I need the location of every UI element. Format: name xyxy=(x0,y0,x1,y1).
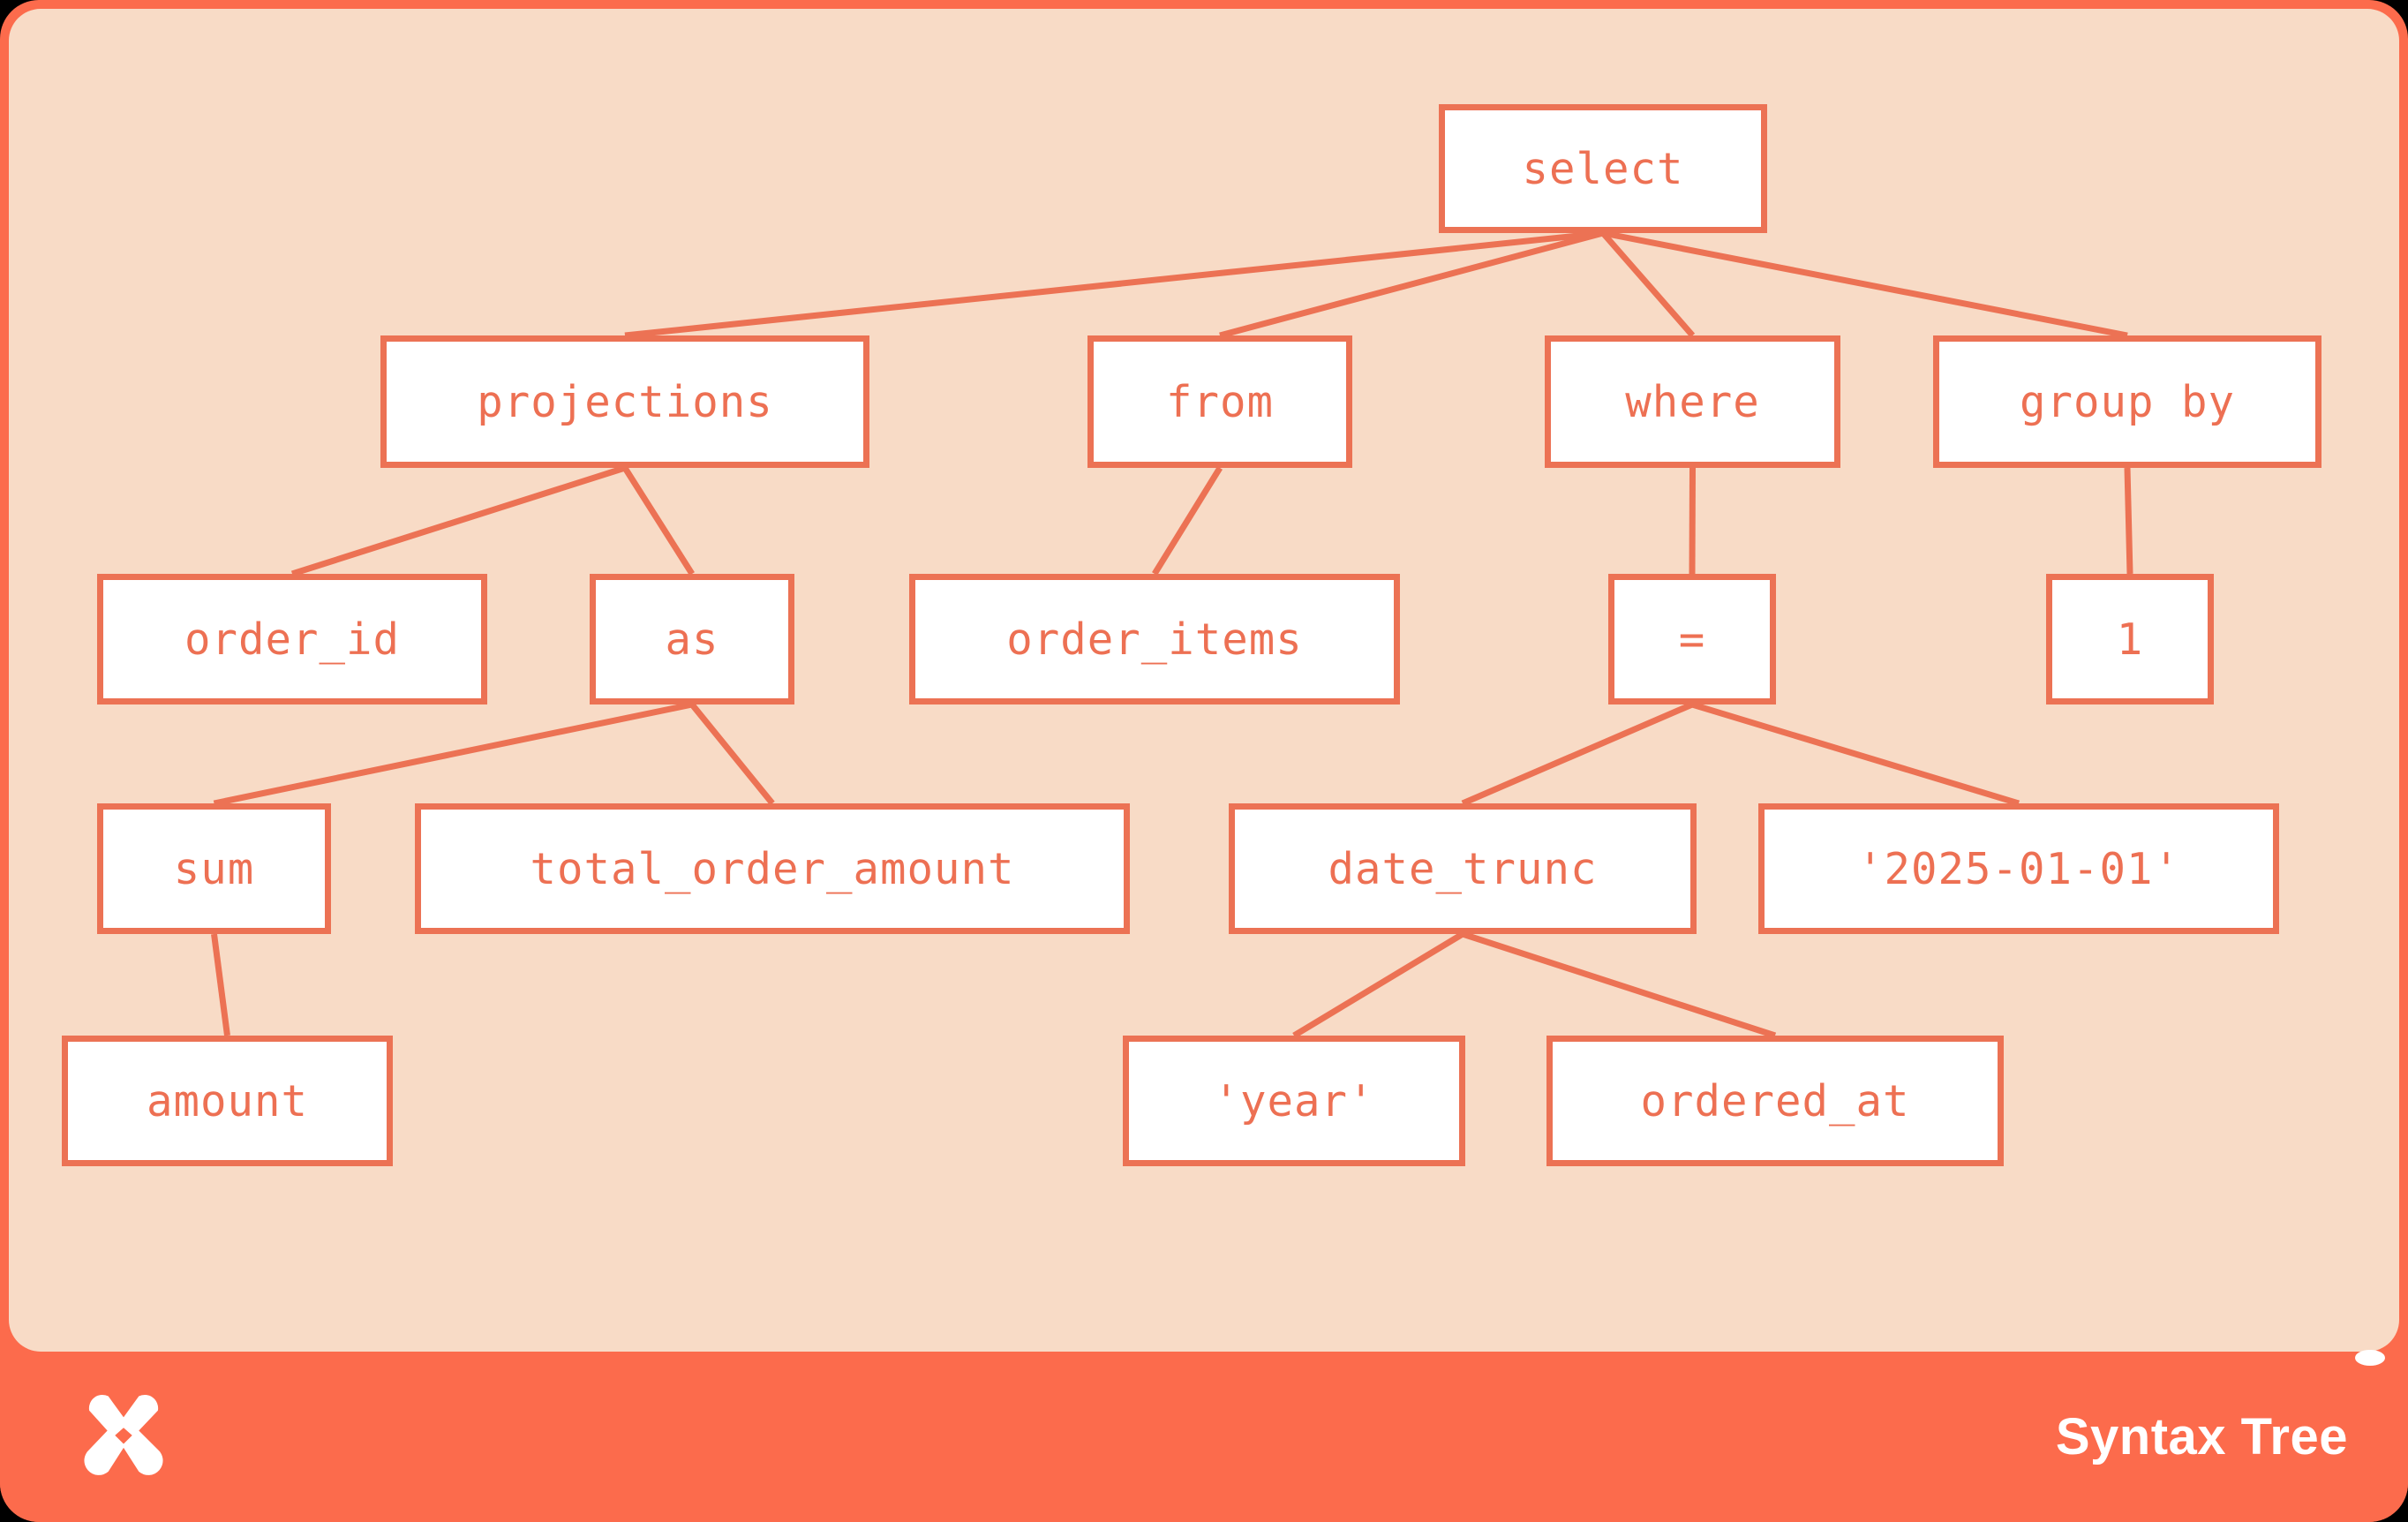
tree-edge-projections-to-order_id xyxy=(290,464,627,577)
tree-node-as[interactable]: as xyxy=(590,574,794,704)
tree-node-sum[interactable]: sum xyxy=(97,803,331,934)
tree-edge-select-to-from xyxy=(1219,230,1604,339)
tree-edge-sum-to-amount xyxy=(211,933,230,1036)
tree-edge-from-to-order_items xyxy=(1152,466,1223,576)
tree-node-ordered_at[interactable]: ordered_at xyxy=(1546,1036,2004,1166)
tree-edge-projections-to-as xyxy=(622,466,695,576)
tree-node-date_literal[interactable]: '2025-01-01' xyxy=(1758,803,2279,934)
tree-node-order_items[interactable]: order_items xyxy=(909,574,1400,704)
tree-node-order_id[interactable]: order_id xyxy=(97,574,487,704)
tree-edge-as-to-sum xyxy=(213,701,693,807)
tree-node-groupby[interactable]: group by xyxy=(1933,335,2321,468)
tree-edge-select-to-projections xyxy=(624,230,1604,339)
tree-node-total_order_amount[interactable]: total_order_amount xyxy=(415,803,1130,934)
tree-edge-as-to-total_order_amount xyxy=(689,702,775,806)
footer-title: Syntax Tree xyxy=(2055,1408,2348,1465)
x-star-logo xyxy=(84,1394,163,1475)
tree-node-from[interactable]: from xyxy=(1087,335,1352,468)
tree-edge-select-to-groupby xyxy=(1602,230,2128,339)
tree-node-amount[interactable]: amount xyxy=(62,1036,393,1166)
tree-edge-select-to-where xyxy=(1600,230,1696,338)
tree-edge-eq-to-date_trunc xyxy=(1461,701,1694,807)
tree-node-date_trunc[interactable]: date_trunc xyxy=(1229,803,1697,934)
tree-edge-date_trunc-to-year_literal xyxy=(1292,931,1464,1038)
tree-edge-groupby-to-one xyxy=(2124,467,2133,575)
tree-edge-eq-to-date_literal xyxy=(1690,701,2020,807)
tree-edge-date_trunc-to-ordered_at xyxy=(1461,931,1777,1039)
tree-node-projections[interactable]: projections xyxy=(380,335,869,468)
tree-node-select[interactable]: select xyxy=(1439,104,1767,233)
footer-bar: Syntax Tree xyxy=(0,1352,2408,1522)
tree-node-where[interactable]: where xyxy=(1545,335,1840,468)
tree-node-year_literal[interactable]: 'year' xyxy=(1123,1036,1465,1166)
tree-node-eq[interactable]: = xyxy=(1608,574,1776,704)
diagram-canvas: select projections from where group by order_… xyxy=(9,9,2399,1352)
tree-node-one[interactable]: 1 xyxy=(2046,574,2214,704)
corner-dot xyxy=(2355,1350,2385,1366)
tree-edge-where-to-eq xyxy=(1689,467,1696,575)
